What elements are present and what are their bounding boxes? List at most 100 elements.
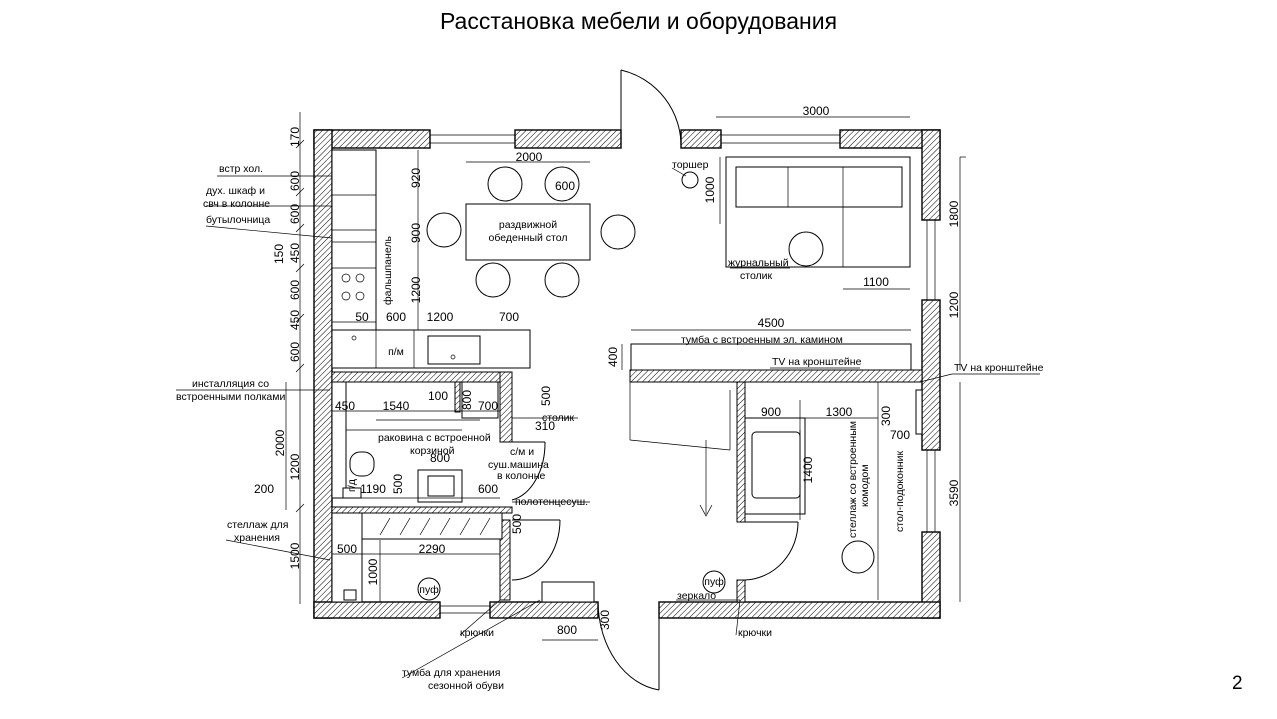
label-dishwasher: п/м bbox=[388, 346, 404, 358]
dim-500-d: 500 bbox=[510, 514, 524, 534]
label-rack-1: стеллаж для bbox=[227, 519, 288, 531]
dim-800-c: 800 bbox=[557, 623, 577, 637]
label-coffee-2: столик bbox=[740, 270, 773, 282]
label-coffee-1: журнальный bbox=[728, 257, 789, 269]
dim-1200-b: 1200 bbox=[409, 276, 423, 303]
dim-1540: 1540 bbox=[383, 399, 410, 413]
bathroom bbox=[331, 381, 500, 503]
label-windowsill: стол-подоконник bbox=[894, 451, 906, 532]
label-rack-2: хранения bbox=[234, 532, 280, 544]
dim-1800: 1800 bbox=[947, 200, 961, 227]
label-dryer-1: с/м и bbox=[510, 446, 534, 458]
dim-1300: 1300 bbox=[826, 405, 853, 419]
dim-310: 310 bbox=[535, 419, 555, 433]
label-shelf-commode-1: стеллаж со встроенным bbox=[847, 421, 859, 538]
dim-300-b: 300 bbox=[879, 406, 893, 426]
dim-450-c: 450 bbox=[335, 399, 355, 413]
dim-1000-b: 1000 bbox=[366, 558, 380, 585]
dim-2290: 2290 bbox=[419, 542, 446, 556]
dim-450-a: 450 bbox=[288, 243, 302, 263]
label-hooks-1: крючки bbox=[460, 627, 494, 639]
label-false-panel: фальшпанель bbox=[382, 236, 394, 305]
dim-1200-d: 1200 bbox=[288, 453, 302, 480]
label-dryer-3: в колонне bbox=[497, 470, 545, 482]
label-bottle: бутылочница bbox=[206, 214, 270, 226]
dim-170: 170 bbox=[288, 127, 302, 147]
label-pouf-1: пуф bbox=[419, 584, 439, 596]
dim-600-a: 600 bbox=[288, 171, 302, 191]
storage bbox=[331, 512, 595, 603]
label-hooks-2: крючки bbox=[738, 627, 772, 639]
dim-100: 100 bbox=[428, 389, 448, 403]
dim-700-a: 700 bbox=[499, 310, 519, 324]
label-small-table: столик bbox=[542, 412, 575, 424]
label-install-1: инсталляция со bbox=[192, 378, 269, 390]
label-sink-2: корзиной bbox=[410, 445, 455, 457]
dim-150: 150 bbox=[272, 244, 286, 264]
dim-600-f: 600 bbox=[555, 179, 575, 193]
label-fridge: встр хол. bbox=[219, 163, 263, 175]
dim-1190: 1190 bbox=[360, 482, 386, 496]
doors bbox=[511, 69, 799, 691]
label-lamp: торшер bbox=[672, 159, 709, 171]
label-install-2: встроенными полками bbox=[176, 391, 285, 403]
dimension-lines bbox=[285, 112, 966, 641]
dim-1200-a: 1200 bbox=[427, 310, 454, 324]
dim-600-e: 600 bbox=[386, 310, 406, 324]
living bbox=[630, 156, 912, 371]
label-table-1: раздвижной bbox=[499, 219, 557, 231]
dim-300-a: 300 bbox=[598, 610, 612, 630]
label-sink-1: раковина с встроенной bbox=[378, 432, 491, 444]
label-oven-1: дух. шкаф и bbox=[206, 185, 265, 197]
kitchen bbox=[331, 149, 636, 369]
leader-lines bbox=[176, 167, 1040, 679]
dim-600-d: 600 bbox=[288, 342, 302, 362]
dim-1500: 1500 bbox=[288, 542, 302, 569]
dim-500-b: 500 bbox=[391, 474, 405, 494]
label-shower: г/д bbox=[346, 479, 358, 492]
dim-1100: 1100 bbox=[863, 275, 889, 289]
dim-1200-c: 1200 bbox=[947, 291, 961, 318]
dim-500-a: 500 bbox=[539, 386, 553, 406]
dim-800-b: 800 bbox=[430, 451, 450, 465]
dim-200: 200 bbox=[254, 482, 274, 496]
label-tv-stand: тумба с встроенным эл. камином bbox=[681, 334, 843, 346]
label-table-2: обеденный стол bbox=[489, 232, 568, 244]
dim-500-c: 500 bbox=[337, 542, 357, 556]
dim-900-b: 900 bbox=[761, 405, 781, 419]
label-dryer-2: суш.машина bbox=[488, 459, 549, 471]
dim-2000-b: 2000 bbox=[273, 429, 287, 456]
dim-600-b: 600 bbox=[288, 204, 302, 224]
dim-600-g: 600 bbox=[478, 482, 498, 496]
dim-600-c: 600 bbox=[288, 280, 302, 300]
dimension-labels: 170 600 600 150 450 600 450 600 920 900 … bbox=[254, 104, 961, 637]
dim-1400: 1400 bbox=[801, 456, 815, 483]
dim-3000: 3000 bbox=[803, 104, 830, 118]
dim-450-b: 450 bbox=[288, 310, 302, 330]
slide-title: Расстановка мебели и оборудования bbox=[439, 8, 838, 34]
label-shoe-1: тумба для хранения bbox=[402, 667, 500, 679]
label-tv-bracket: TV на кронштейне bbox=[772, 356, 862, 368]
dim-920: 920 bbox=[409, 168, 423, 188]
dim-3590: 3590 bbox=[947, 479, 961, 506]
label-pouf-2: пуф bbox=[704, 576, 724, 588]
dim-700-b: 700 bbox=[478, 399, 498, 413]
label-shelf-commode-2: комодом bbox=[859, 464, 871, 507]
windows bbox=[430, 134, 936, 614]
dim-1000-a: 1000 bbox=[703, 176, 717, 203]
label-shoe-2: сезонной обуви bbox=[428, 680, 504, 692]
dim-2000-a: 2000 bbox=[516, 150, 543, 164]
dim-50: 50 bbox=[355, 310, 369, 324]
label-tv-bracket-2: TV на кронштейне bbox=[954, 362, 1044, 374]
page-number: 2 bbox=[1232, 673, 1243, 694]
dim-400: 400 bbox=[606, 347, 620, 367]
dim-800-a: 800 bbox=[460, 390, 474, 410]
label-towel: полотенцесуш. bbox=[515, 496, 588, 508]
dim-900-a: 900 bbox=[409, 223, 423, 243]
label-oven-2: свч в колонне bbox=[203, 198, 270, 210]
dim-700-c: 700 bbox=[890, 428, 910, 442]
annotation-labels: встр хол. дух. шкаф и свч в колонне буты… bbox=[176, 159, 1044, 692]
label-mirror: зеркало bbox=[677, 590, 716, 602]
dim-4500: 4500 bbox=[758, 316, 785, 330]
